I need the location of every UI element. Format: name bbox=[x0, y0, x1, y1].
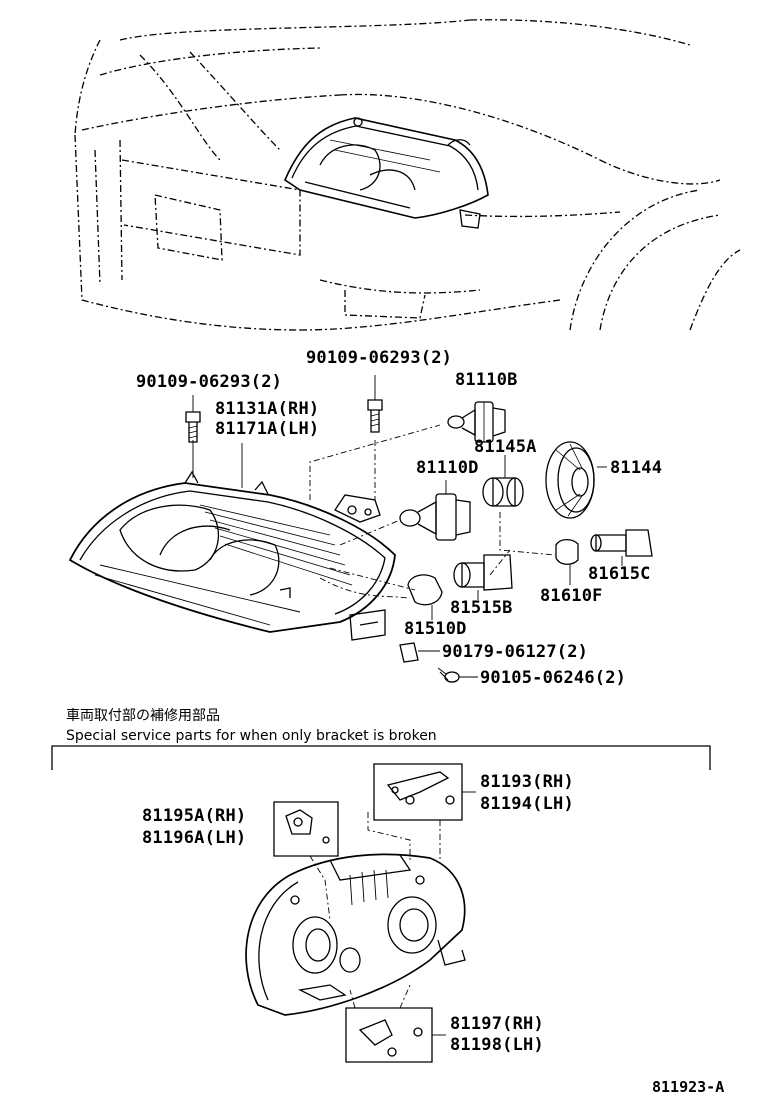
bracket-side-lh-label: 81196A(LH) bbox=[142, 828, 247, 848]
installed-headlamp bbox=[285, 118, 488, 228]
rear-headlamp-view bbox=[246, 854, 465, 1015]
bulb-lo-label: 81110D bbox=[416, 458, 479, 478]
bolt-left-label: 90109-06293(2) bbox=[136, 372, 283, 392]
note-japanese: 車両取付部の補修用部品 bbox=[66, 708, 220, 724]
socket-cap-label: 81145A bbox=[474, 437, 537, 457]
bolt-top-icon bbox=[368, 375, 382, 432]
bolt-left-icon bbox=[186, 395, 200, 442]
bulb-turn-label: 81510D bbox=[404, 619, 467, 639]
rear-view-dash-lines bbox=[310, 812, 440, 1008]
unit-leader-lines bbox=[193, 440, 242, 488]
nut-label: 90179-06127(2) bbox=[442, 642, 589, 662]
bulb-hi-label: 81110B bbox=[455, 370, 518, 390]
socket-turn-label: 81515B bbox=[450, 598, 513, 618]
headlamp-unit bbox=[70, 472, 395, 640]
bracket-bottom-rh-label: 81197(RH) bbox=[450, 1014, 544, 1034]
side-bracket-box bbox=[274, 802, 338, 856]
mount-bracket-icon bbox=[335, 495, 380, 522]
socket-front-label: 81615C bbox=[588, 564, 651, 584]
top-bracket-box bbox=[374, 764, 476, 820]
bulb-lo-icon bbox=[400, 480, 470, 540]
unit-rh-label: 81131A(RH) bbox=[215, 399, 320, 419]
figure-id: 811923-A bbox=[652, 1078, 725, 1096]
bracket-top-rh-label: 81193(RH) bbox=[480, 772, 574, 792]
bracket-bottom-lh-label: 81198(LH) bbox=[450, 1035, 544, 1055]
screw-label: 90105-06246(2) bbox=[480, 668, 627, 688]
socket-cap-icon bbox=[483, 455, 523, 506]
cover-label: 81144 bbox=[610, 458, 663, 478]
side-bulb-icon bbox=[556, 540, 578, 585]
nut-icon bbox=[400, 643, 440, 662]
turn-bulb-icon bbox=[408, 575, 442, 620]
service-parts-frame bbox=[52, 746, 710, 770]
assembly-dash-lines bbox=[310, 425, 555, 598]
bolt-top-label: 90109-06293(2) bbox=[306, 348, 453, 368]
bracket-top-lh-label: 81194(LH) bbox=[480, 794, 574, 814]
unit-lh-label: 81171A(LH) bbox=[215, 419, 320, 439]
bracket-side-rh-label: 81195A(RH) bbox=[142, 806, 247, 826]
dust-cover-icon bbox=[546, 442, 607, 518]
bulb-hb-icon bbox=[448, 402, 505, 442]
side-socket-icon bbox=[591, 530, 652, 566]
vehicle-front-outline bbox=[75, 20, 740, 330]
bottom-bracket-box bbox=[346, 1008, 446, 1062]
screw-icon bbox=[438, 668, 478, 682]
turn-socket-icon bbox=[454, 555, 512, 600]
bulb-front-label: 81610F bbox=[540, 586, 603, 606]
note-english: Special service parts for when only brac… bbox=[66, 728, 437, 744]
